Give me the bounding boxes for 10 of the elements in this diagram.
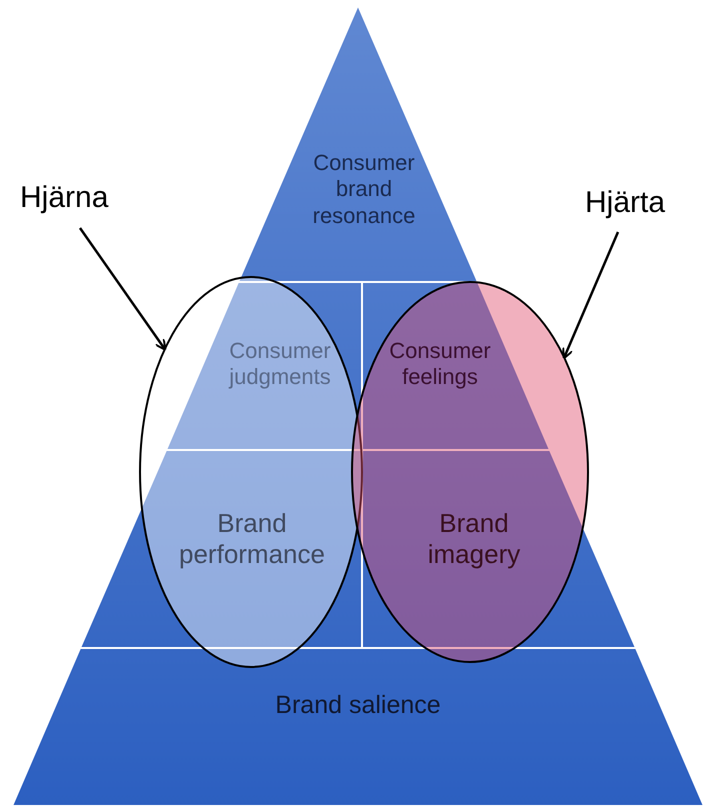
callout-text: Hjärna bbox=[20, 180, 108, 216]
tier-label: Brand salience bbox=[274, 690, 442, 720]
tier-label: Consumer feelings bbox=[388, 338, 492, 391]
tier-label: Consumer judgments bbox=[228, 338, 332, 391]
tier-label: Brand performance bbox=[178, 508, 326, 570]
arrow bbox=[562, 232, 620, 360]
tier-label: Brand imagery bbox=[426, 508, 522, 570]
callout-text: Hjärta bbox=[585, 185, 666, 221]
tier-label: Consumer brand resonance bbox=[312, 150, 416, 230]
arrow bbox=[78, 227, 166, 351]
